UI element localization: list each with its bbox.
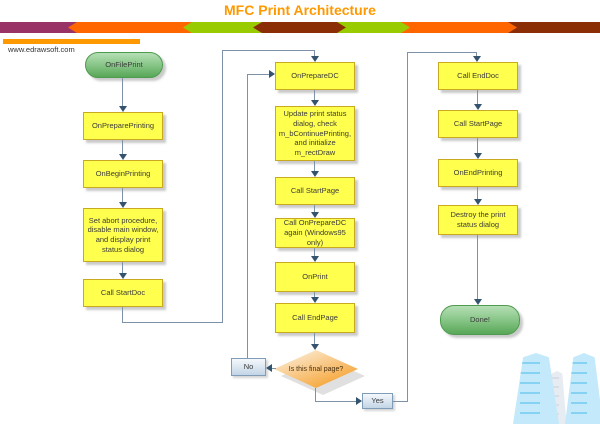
logo-bar: [3, 39, 140, 44]
connector-line: [122, 140, 123, 154]
arrowhead: [269, 70, 275, 78]
connector-line: [477, 138, 478, 153]
ribbon-segment-orange-right: [395, 22, 517, 33]
connector-line: [122, 307, 123, 323]
connector-line: [122, 262, 123, 273]
process-update-status: Update print status dialog, check m_bCon…: [275, 106, 355, 161]
connector-line: [477, 90, 478, 104]
process-call-enddoc: Call EndDoc: [438, 62, 518, 90]
arrowhead: [356, 397, 362, 405]
process-onprint: OnPrint: [275, 262, 355, 292]
ribbon-segment-green-right: [332, 22, 410, 33]
process-onprepareprinting: OnPreparePrinting: [83, 112, 163, 140]
connector-line: [122, 188, 123, 202]
process-onendprinting: OnEndPrinting: [438, 159, 518, 187]
process-set-abort: Set abort procedure, disable main window…: [83, 208, 163, 262]
website-text: www.edrawsoft.com: [8, 45, 75, 54]
arrowhead: [311, 297, 319, 303]
process-call-startdoc: Call StartDoc: [83, 279, 163, 307]
label-no: No: [231, 358, 266, 376]
arrowhead: [311, 344, 319, 350]
decorative-ribbon: [0, 22, 600, 33]
process-onbeginprinting: OnBeginPrinting: [83, 160, 163, 188]
arrowhead: [119, 106, 127, 112]
building-tower-right: [565, 353, 600, 424]
connector-line: [314, 161, 315, 171]
arrowhead: [119, 202, 127, 208]
page-title: MFC Print Architecture: [224, 2, 376, 18]
connector-line: [314, 248, 315, 256]
start-node-onfileprint: OnFilePrint: [85, 52, 163, 78]
arrowhead: [474, 153, 482, 159]
buildings-illustration: [505, 345, 600, 424]
arrowhead: [473, 56, 481, 62]
connector-line: [476, 52, 477, 56]
end-node-done: Done!: [440, 305, 520, 335]
arrowhead: [311, 56, 319, 62]
ribbon-segment-orange-left: [68, 22, 198, 33]
arrowhead: [311, 212, 319, 218]
process-destroy-dialog: Destroy the print status dialog: [438, 205, 518, 235]
arrowhead: [119, 273, 127, 279]
connector-line: [222, 50, 315, 51]
arrowhead: [119, 154, 127, 160]
connector-line: [393, 401, 408, 402]
label-yes: Yes: [362, 393, 393, 409]
connector-line: [407, 52, 408, 402]
process-call-onpreparedc-again: Call OnPrepareDC again (Windows95 only): [275, 218, 355, 248]
process-onpreparedc: OnPrepareDC: [275, 62, 355, 90]
arrowhead: [311, 100, 319, 106]
building-tower-left: [513, 353, 559, 424]
connector-line: [314, 90, 315, 100]
process-call-endpage: Call EndPage: [275, 303, 355, 333]
ribbon-segment-purple: [0, 22, 95, 33]
connector-line: [247, 74, 269, 75]
arrowhead: [474, 104, 482, 110]
ribbon-segment-green-left: [183, 22, 268, 33]
connector-line: [314, 205, 315, 212]
process-call-startpage-right: Call StartPage: [438, 110, 518, 138]
connector-line: [477, 235, 478, 299]
connector-line: [122, 322, 223, 323]
connector-line: [314, 50, 315, 56]
arrowhead: [266, 364, 272, 372]
arrowhead: [311, 171, 319, 177]
connector-line: [222, 50, 223, 323]
connector-line: [407, 52, 477, 53]
connector-line: [315, 388, 316, 402]
connector-line: [122, 78, 123, 106]
connector-line: [314, 333, 315, 344]
connector-line: [315, 401, 356, 402]
arrowhead: [311, 256, 319, 262]
ribbon-segment-brown-right: [500, 22, 600, 33]
connector-line: [314, 292, 315, 297]
connector-line: [247, 74, 248, 358]
arrowhead: [474, 199, 482, 205]
ribbon-segment-brown-center: [253, 22, 346, 33]
connector-line: [272, 368, 276, 369]
connector-line: [477, 187, 478, 199]
process-call-startpage-mid: Call StartPage: [275, 177, 355, 205]
arrowhead: [474, 299, 482, 305]
